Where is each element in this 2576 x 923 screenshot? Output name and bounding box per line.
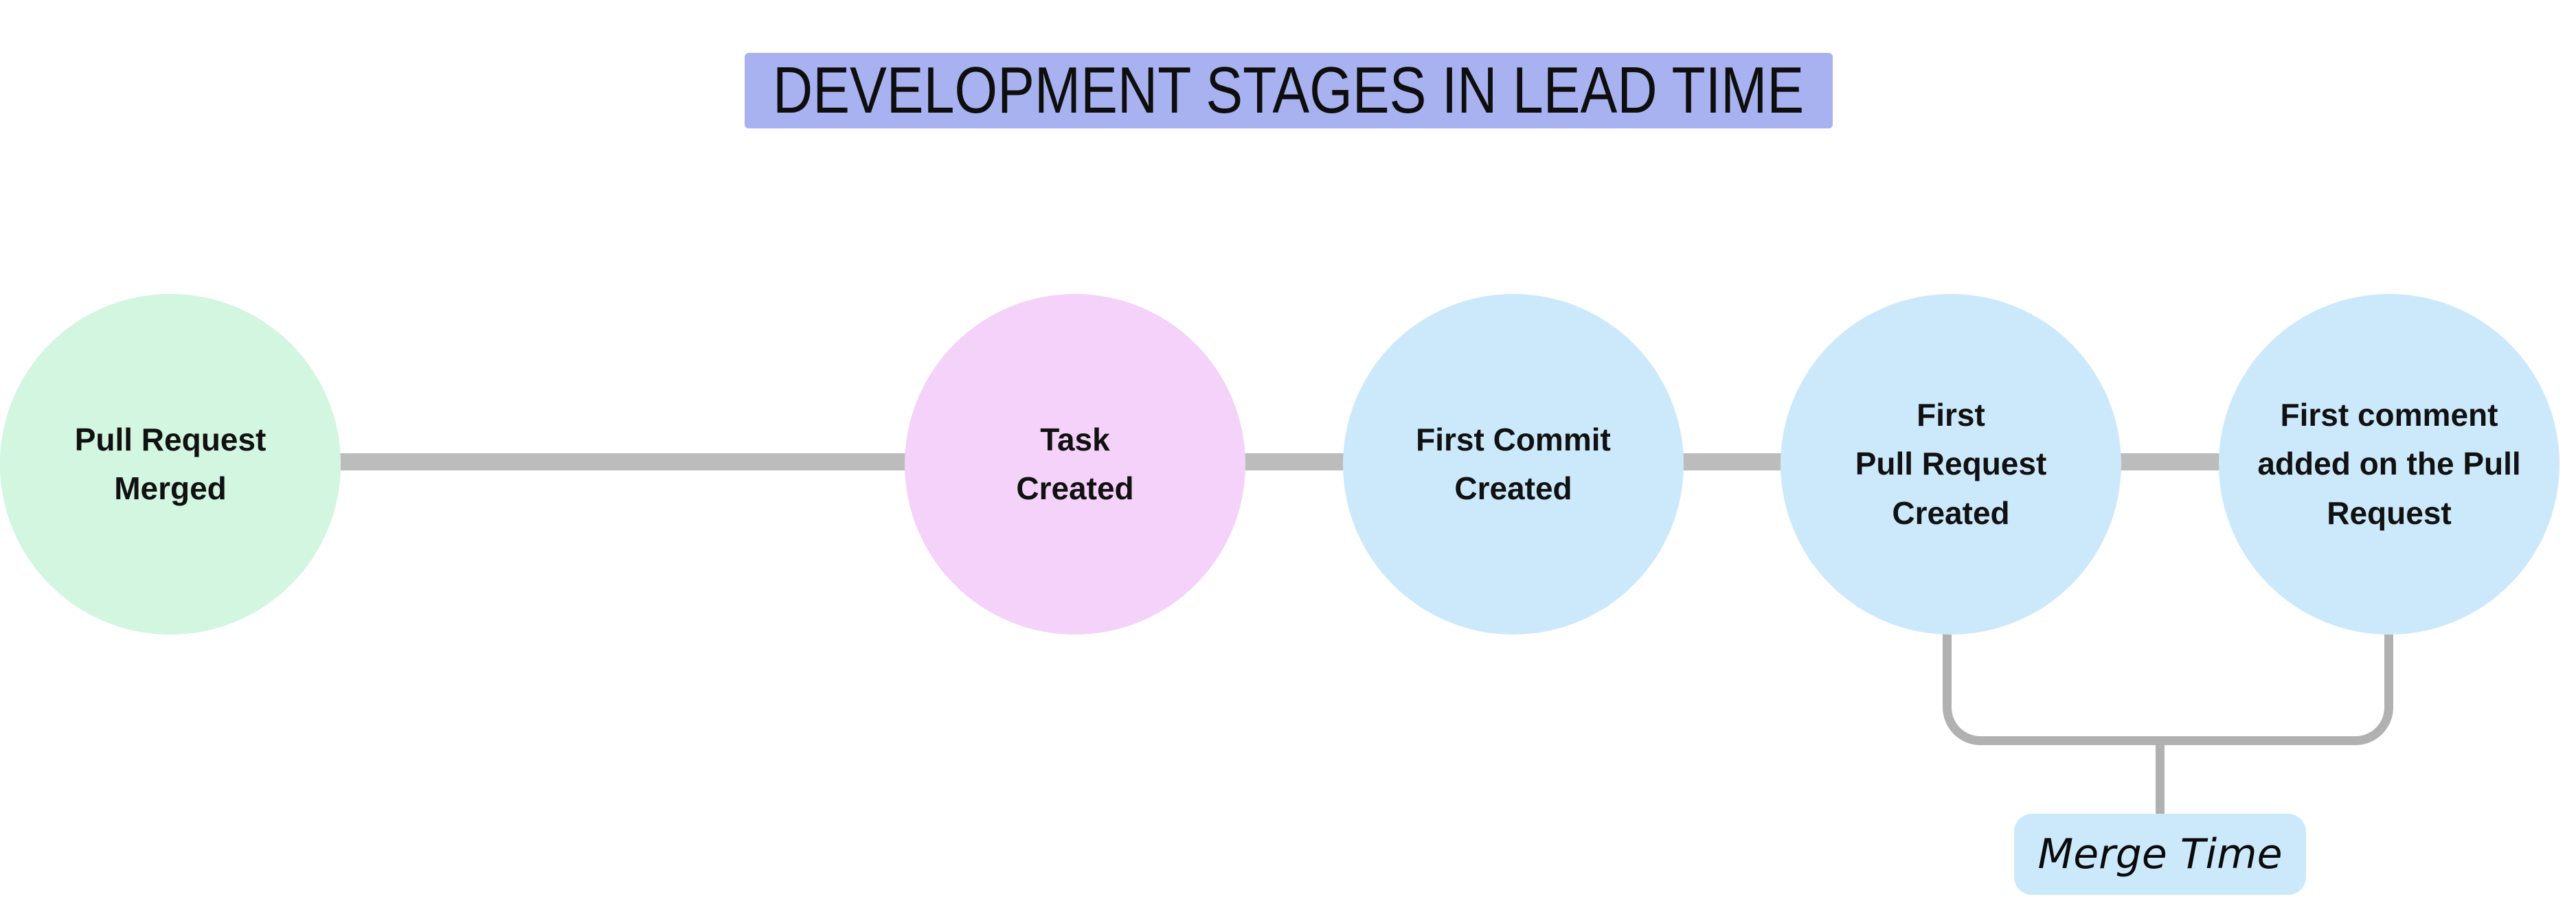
page-title: DEVELOPMENT STAGES IN LEAD TIME <box>773 54 1805 127</box>
stage-circle-pull-request-merged: Pull Request Merged <box>0 294 341 635</box>
stage-label: Task Created <box>1016 415 1133 514</box>
stage-label-line: Created <box>1454 470 1572 506</box>
merge-time-stem <box>2156 742 2165 814</box>
merge-time-text: Merge Time <box>2037 830 2283 878</box>
stage-label: First comment added on the Pull Request <box>2257 391 2520 538</box>
stage-label: First Pull Request Created <box>1855 391 2047 538</box>
stage-label-line: Created <box>1016 470 1134 506</box>
stage-label-line: Pull Request <box>1855 446 2047 482</box>
stage-label-line: Merged <box>114 470 227 506</box>
title-banner: DEVELOPMENT STAGES IN LEAD TIME <box>745 53 1833 128</box>
stage-label-line: Pull Request <box>74 421 267 457</box>
stage-label-line: Task <box>1040 421 1110 457</box>
stage-label-line: First <box>1917 397 1985 433</box>
stage-circle-first-comment-added: First comment added on the Pull Request <box>2219 294 2560 635</box>
stage-label: Pull Request Merged <box>75 415 267 514</box>
stage-circle-task-created: Task Created <box>905 294 1245 635</box>
stage-label-line: First comment <box>2280 397 2498 433</box>
stage-circle-first-pull-request-created: First Pull Request Created <box>1781 294 2121 635</box>
stage-label-line: Created <box>1892 494 2010 531</box>
stage-circle-first-commit-created: First Commit Created <box>1343 294 1684 635</box>
stage-label-line: added on the Pull <box>2257 446 2521 482</box>
stage-label-line: First Commit <box>1416 421 1611 457</box>
stage-label-line: Request <box>2327 494 2452 531</box>
merge-time-bracket <box>1943 628 2393 745</box>
stage-label: First Commit Created <box>1416 415 1611 514</box>
merge-time-label: Merge Time <box>2014 814 2306 895</box>
